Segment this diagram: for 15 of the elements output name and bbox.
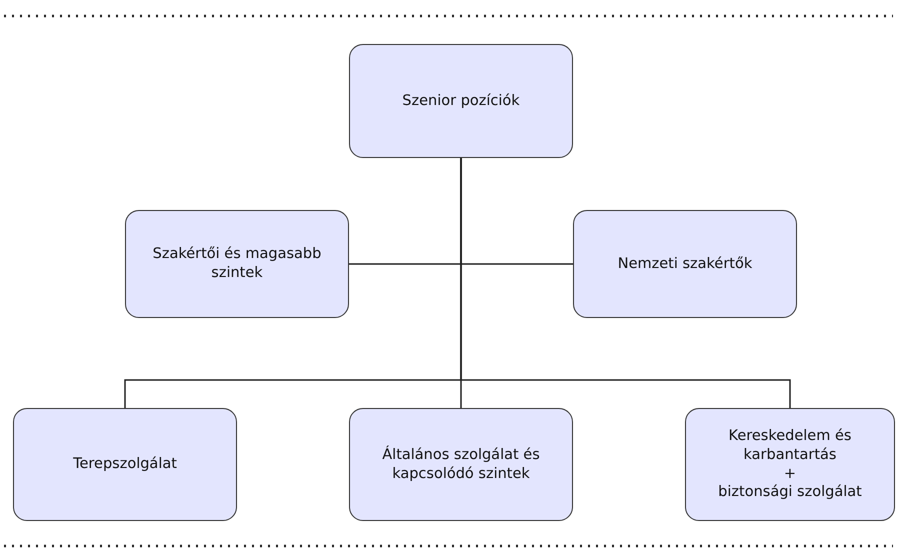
box-label: Terepszolgálat: [73, 455, 177, 474]
box-label: Szakértői és magasabb szintek: [152, 245, 322, 283]
position-box: [349, 408, 573, 521]
position-box: [573, 210, 797, 318]
box-label: Kereskedelem és karbantartás: [728, 426, 852, 464]
box-label: +: [784, 464, 796, 484]
position-box: [125, 210, 349, 318]
position-box: [13, 408, 237, 521]
position-box: [349, 44, 573, 158]
box-label: Nemzeti szakértők: [618, 254, 752, 274]
position-box: [685, 408, 895, 521]
box-label: Általános szolgálat és kapcsolódó szintek: [381, 446, 541, 484]
connector-line: [460, 158, 791, 408]
box-label: biztonsági szolgálat: [718, 483, 862, 502]
box-label: Szenior pozíciók: [402, 92, 520, 110]
